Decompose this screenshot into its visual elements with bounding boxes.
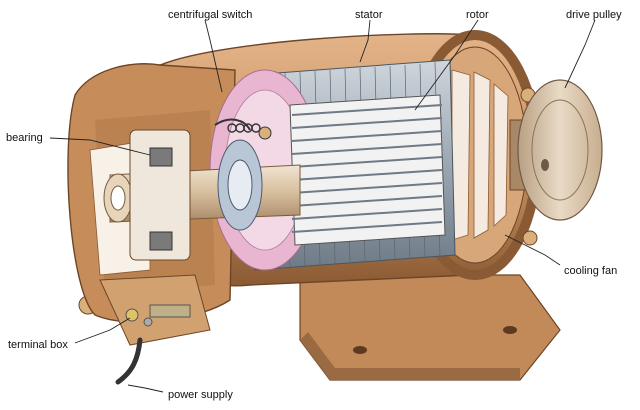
drive-pulley <box>509 79 603 221</box>
terminal-box <box>99 274 211 346</box>
label-bearing: bearing <box>6 132 43 144</box>
label-cooling-fan: cooling fan <box>564 265 617 277</box>
bearing <box>129 129 263 261</box>
label-centrifugal-switch: centrifugal switch <box>168 9 252 21</box>
leader-power-supply <box>127 384 164 393</box>
leader-stator <box>359 19 371 63</box>
leader-lines <box>49 19 596 393</box>
motor-base <box>299 274 561 381</box>
leader-terminal-box <box>74 317 131 344</box>
leader-cooling-fan <box>504 234 561 266</box>
leader-centrifugal-switch <box>204 19 223 93</box>
leader-drive-pulley <box>564 19 596 89</box>
leader-bearing <box>49 137 151 156</box>
label-terminal-box: terminal box <box>8 339 68 351</box>
labels: centrifugal switch stator rotor drive pu… <box>6 9 622 401</box>
power-supply-cable <box>115 337 143 385</box>
label-stator: stator <box>355 9 383 21</box>
label-rotor: rotor <box>466 9 489 21</box>
centrifugal-switch <box>214 118 272 140</box>
label-drive-pulley: drive pulley <box>566 9 622 21</box>
rotor <box>289 94 446 246</box>
label-power-supply: power supply <box>168 389 233 401</box>
leader-rotor <box>414 19 479 111</box>
